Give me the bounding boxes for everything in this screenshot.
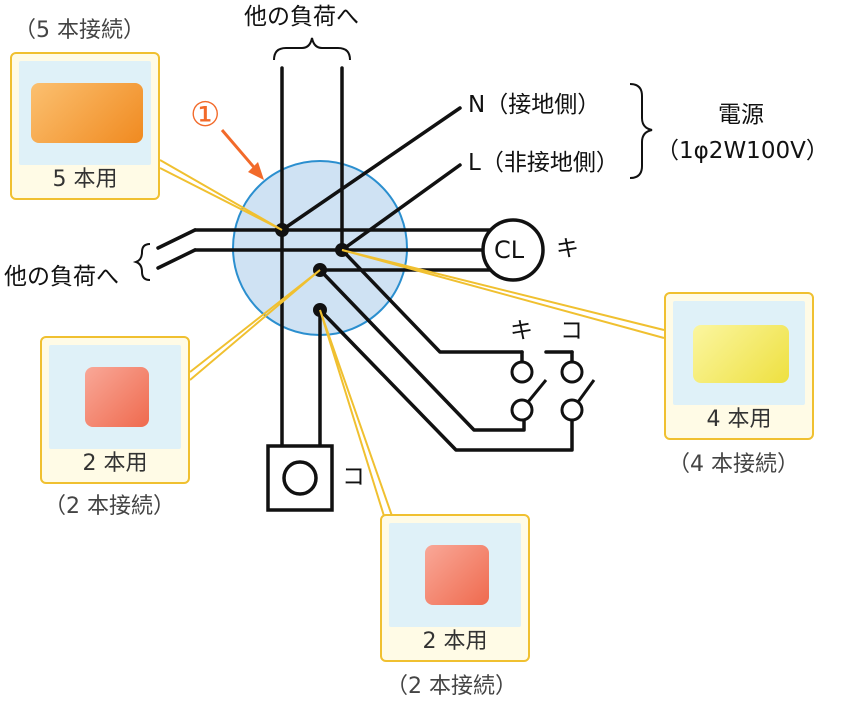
- connector-2a-card: 2 本用: [40, 336, 190, 484]
- connector-5-note: （5 本接続）: [14, 18, 145, 43]
- line-label: L（非接地側）: [468, 150, 619, 176]
- marker-number: ①: [190, 95, 221, 135]
- connector-2b-photo: [389, 523, 521, 627]
- switch-ko-label: コ: [560, 318, 583, 344]
- other-load-left-label: 他の負荷へ: [4, 264, 119, 290]
- connector-4-caption: 4 本用: [706, 407, 772, 432]
- connector-2b-icon: [425, 545, 489, 605]
- cl-label: CL: [494, 236, 525, 264]
- power-spec: （1φ2W100V）: [656, 138, 829, 164]
- outlet-symbol: [282, 460, 318, 496]
- wires: [156, 66, 574, 452]
- connector-2a-caption: 2 本用: [82, 451, 148, 476]
- brace-power: [629, 83, 653, 179]
- connector-4-note: （4 本接続）: [668, 452, 799, 477]
- connector-5-photo: [19, 61, 151, 165]
- other-load-top-label: 他の負荷へ: [244, 4, 359, 30]
- connector-4-photo: [673, 301, 805, 405]
- brace-left: [132, 243, 151, 281]
- switch-ki-label: キ: [510, 318, 533, 344]
- connector-2b-caption: 2 本用: [422, 629, 488, 654]
- marker-arrow-head: [248, 162, 264, 180]
- switch-symbols: [510, 360, 596, 422]
- connector-2a-note: （2 本接続）: [44, 494, 175, 519]
- neutral-label: N（接地側）: [468, 92, 601, 118]
- leader-lines: [159, 159, 665, 517]
- connector-5-icon: [31, 83, 143, 143]
- connector-5-caption: 5 本用: [52, 167, 118, 192]
- connector-2a-icon: [85, 367, 149, 427]
- connector-5-card: 5 本用: [10, 52, 160, 200]
- ki-light-label: キ: [556, 236, 579, 262]
- outlet-ko-label: コ: [342, 464, 365, 490]
- ceiling-light-symbol: [481, 218, 545, 282]
- connector-2b-note: （2 本接続）: [386, 674, 517, 699]
- marker-arrow-line: [220, 129, 260, 173]
- brace-top: [273, 37, 351, 61]
- power-title: 電源: [718, 102, 764, 128]
- connector-2a-photo: [49, 345, 181, 449]
- connector-2b-card: 2 本用: [380, 514, 530, 662]
- connector-4-card: 4 本用: [664, 292, 814, 440]
- connector-4-icon: [693, 325, 789, 383]
